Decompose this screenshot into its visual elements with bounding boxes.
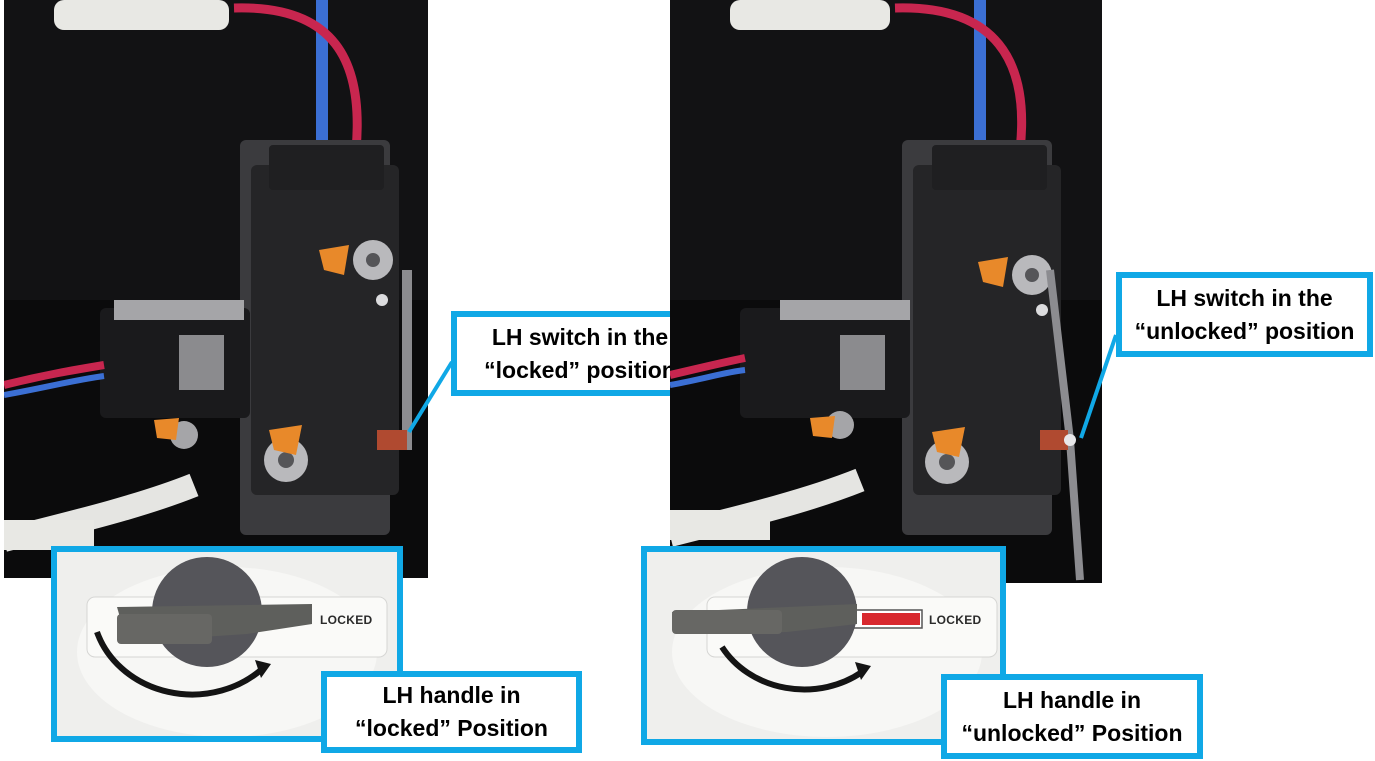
locked-switch-callout-line2: “locked” position <box>484 356 676 383</box>
unlocked-handle-callout-line2: “unlocked” Position <box>961 719 1183 746</box>
unlocked-switch-callout: LH switch in the “unlocked” position <box>1116 272 1373 357</box>
unlocked-switch-callout-line2: “unlocked” position <box>1134 317 1355 344</box>
unlocked-handle-callout: LH handle in “unlocked” Position <box>941 674 1203 759</box>
unlocked-switch-callout-line1: LH switch in the <box>1156 284 1333 311</box>
locked-handle-callout-line1: LH handle in <box>382 682 521 708</box>
locked-handle-callout-line2: “locked” Position <box>355 715 548 741</box>
locked-switch-photo <box>4 0 428 578</box>
locked-switch-callout: LH switch in the “locked” position <box>451 311 709 396</box>
unlocked-switch-photo <box>670 0 1102 583</box>
locked-switch-callout-line1: LH switch in the <box>491 323 669 350</box>
locked-dial-label: LOCKED <box>320 613 373 627</box>
locked-handle-callout: LH handle in “locked” Position <box>321 671 582 753</box>
unlocked-handle-callout-line1: LH handle in <box>1003 686 1141 713</box>
unlocked-dial-label: LOCKED <box>929 613 982 627</box>
